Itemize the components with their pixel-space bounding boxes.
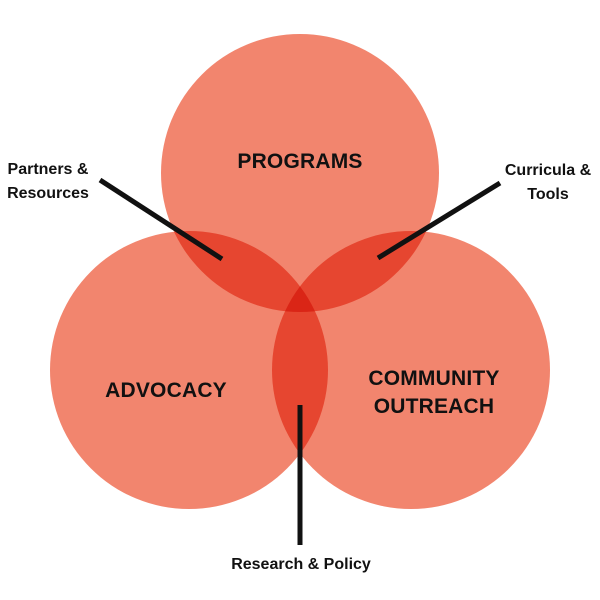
callout-research: Research & Policy bbox=[231, 556, 371, 573]
label-outreach: OUTREACH bbox=[374, 395, 495, 418]
circle-group bbox=[50, 34, 550, 509]
callout-partners-line1: Partners & bbox=[8, 161, 89, 178]
label-programs: PROGRAMS bbox=[237, 150, 362, 173]
label-advocacy: ADVOCACY bbox=[105, 379, 227, 402]
leader-line-curricula bbox=[376, 180, 502, 261]
callout-curricula-line2: Tools bbox=[527, 186, 569, 203]
leader-line-partners bbox=[98, 177, 224, 262]
callout-curricula-line1: Curricula & bbox=[505, 162, 592, 179]
label-community: COMMUNITY bbox=[368, 367, 499, 390]
circle-advocacy bbox=[50, 231, 328, 509]
callout-partners-line2: Resources bbox=[7, 185, 89, 202]
circle-community-outreach bbox=[272, 231, 550, 509]
